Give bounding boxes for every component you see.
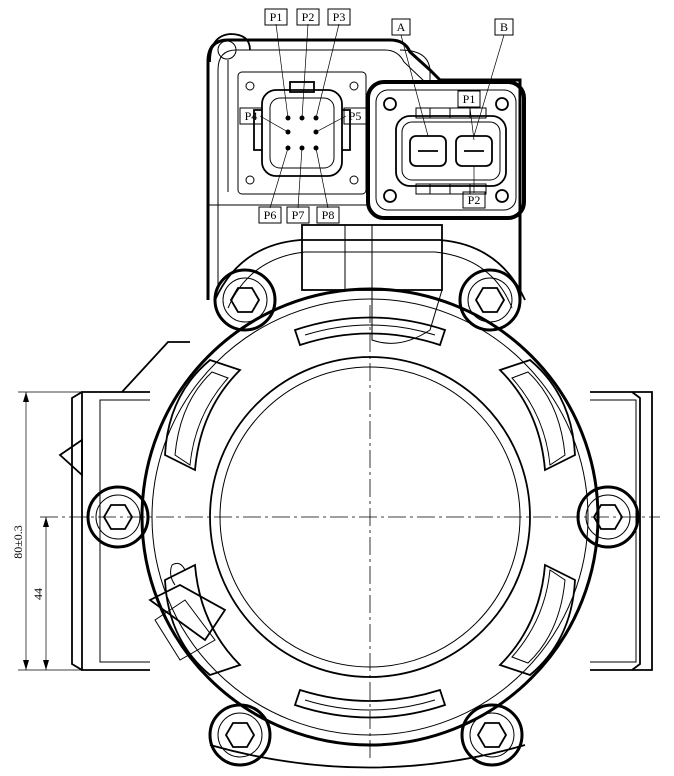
bolt-bottom-right <box>460 703 524 767</box>
tag-p4-text: P4 <box>245 109 258 123</box>
tag-b-p1-text: P1 <box>463 92 476 106</box>
tag-p7: P7 <box>286 206 310 224</box>
tag-p4: P4 <box>239 107 263 125</box>
tag-p6: P6 <box>258 206 282 224</box>
tag-b-text: B <box>500 20 508 34</box>
tag-p7-text: P7 <box>292 208 305 222</box>
main-housing <box>140 287 600 747</box>
hv-connector <box>366 34 526 220</box>
pin-holes <box>285 115 319 151</box>
bottom-edge <box>209 744 526 769</box>
dimension-overall-height: 80±0.3 <box>11 391 82 671</box>
center-connector-block <box>301 224 443 344</box>
side-flange-left <box>71 341 190 671</box>
tag-p1: P1 <box>264 8 288 26</box>
bolt-top-right <box>458 268 522 332</box>
pin-leaders <box>259 23 347 209</box>
tag-p2: P2 <box>296 8 320 26</box>
tag-b: B <box>494 18 514 36</box>
tag-a: A <box>391 18 411 36</box>
tag-b-p2-text: P2 <box>468 193 481 207</box>
tag-a-text: A <box>397 20 406 34</box>
bolt-top-left <box>213 268 277 332</box>
eight-pin-connector <box>245 23 359 209</box>
tag-p3: P3 <box>327 8 351 26</box>
upper-housing <box>206 38 522 300</box>
bolt-right <box>576 485 640 549</box>
tag-b-p2: P2 <box>462 191 486 209</box>
bolt-left <box>86 485 150 549</box>
rib-pockets <box>164 316 576 719</box>
tag-p2-text: P2 <box>302 10 315 24</box>
tag-p8: P8 <box>316 206 340 224</box>
dimension-center-height: 44 <box>31 517 49 670</box>
tag-b-p1: P1 <box>457 90 481 108</box>
left-side-fitting <box>58 438 227 661</box>
dimension-overall-height-text: 80±0.3 <box>11 525 25 559</box>
tag-p1-text: P1 <box>270 10 283 24</box>
tag-p3-text: P3 <box>333 10 346 24</box>
bolt-bottom-left <box>208 703 272 767</box>
tag-p8-text: P8 <box>322 208 335 222</box>
tag-p5-text: P5 <box>349 109 362 123</box>
tag-p6-text: P6 <box>264 208 277 222</box>
side-flange-right <box>590 391 653 671</box>
dimension-center-height-text: 44 <box>31 588 45 600</box>
mount-lug-top-left <box>209 33 251 63</box>
